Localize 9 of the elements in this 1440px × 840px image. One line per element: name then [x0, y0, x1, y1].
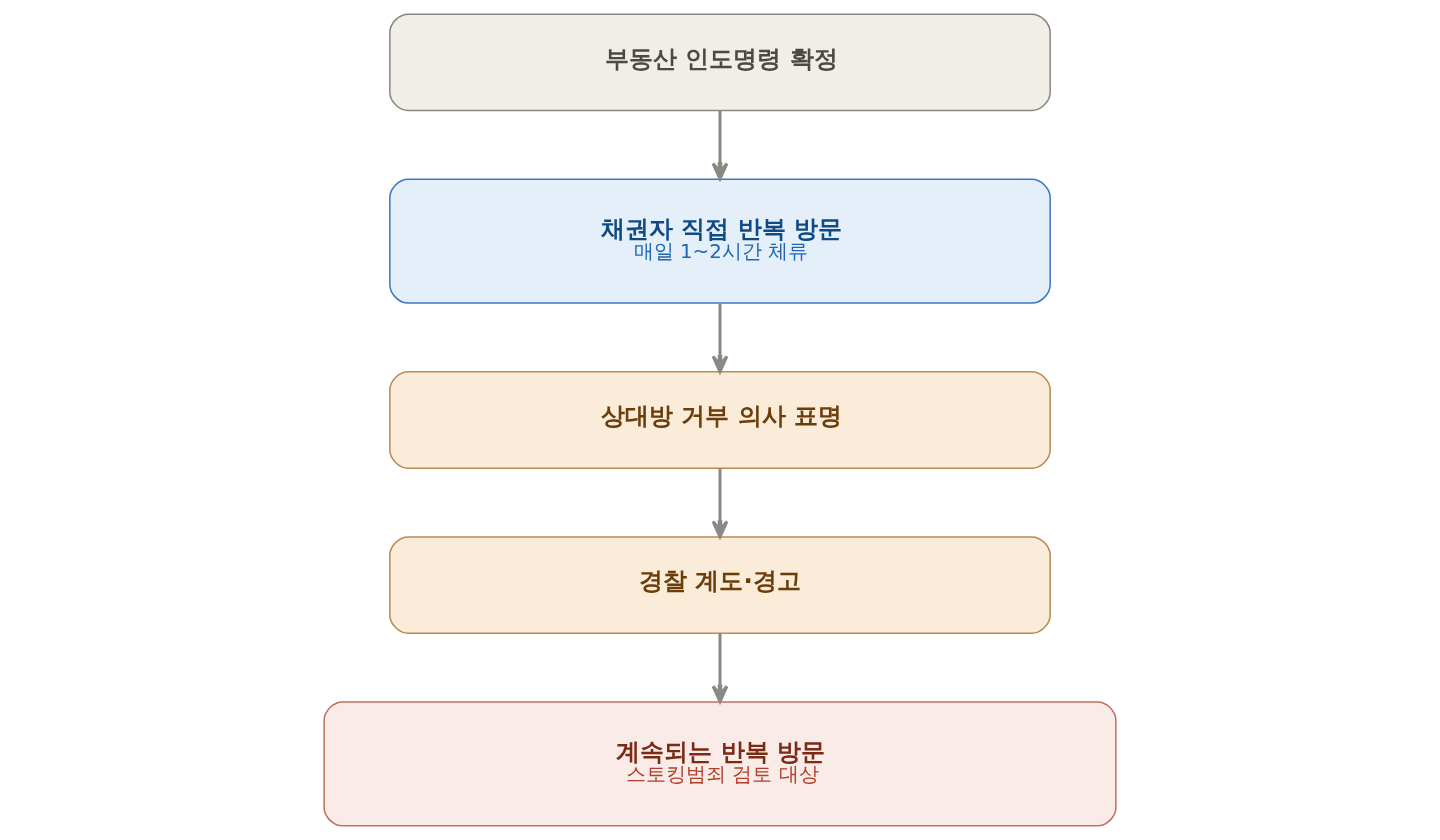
node-box: 상대방 거부 의사 표명 — [389, 371, 1051, 469]
arrow — [711, 633, 729, 704]
arrow — [711, 468, 729, 539]
arrow — [711, 303, 729, 374]
arrow — [711, 110, 729, 181]
node-box: 채권자 직접 반복 방문 매일 1~2시간 체류 — [389, 178, 1051, 304]
node-box: 계속되는 반복 방문 스토킹범죄 검토 대상 — [323, 701, 1117, 827]
node-box: 부동산 인도명령 확정 — [389, 13, 1051, 112]
node-box: 경찰 계도·경고 — [389, 536, 1051, 634]
